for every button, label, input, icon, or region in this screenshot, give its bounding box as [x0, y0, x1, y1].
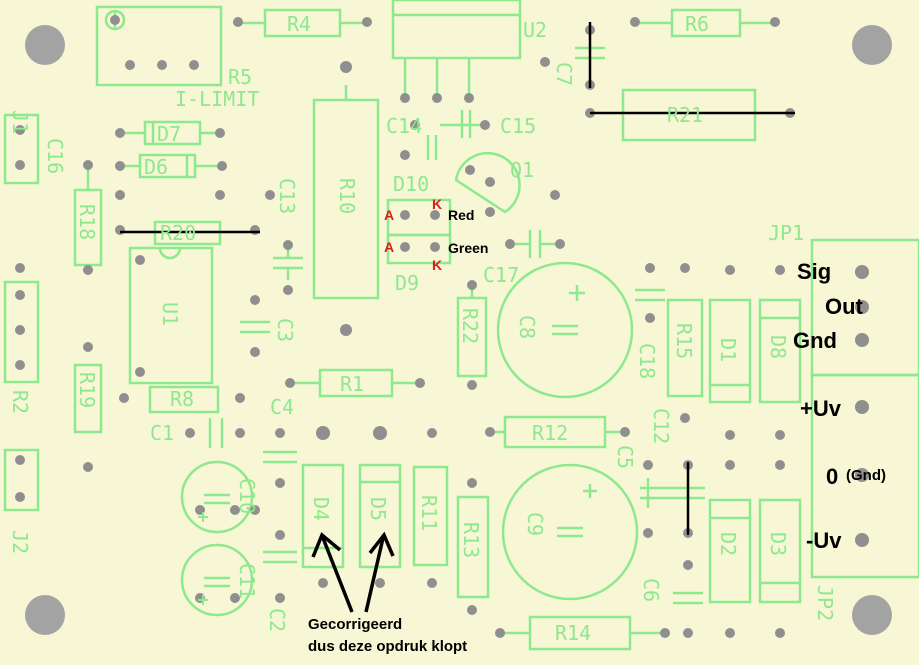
label-r10: R10 — [335, 178, 359, 214]
label-c8: C8 — [515, 315, 539, 339]
mounting-hole — [25, 595, 65, 635]
label-r13: R13 — [459, 522, 483, 558]
label-r18: R18 — [75, 204, 99, 240]
label-c16: C16 — [43, 138, 67, 174]
label-c2: C2 — [265, 608, 289, 632]
label-c15: C15 — [500, 114, 536, 138]
label-c1: C1 — [150, 421, 174, 445]
label-r14: R14 — [555, 621, 591, 645]
label-c13: C13 — [275, 178, 299, 214]
negative-supply-label: -Uv — [806, 528, 842, 553]
label-c17: C17 — [483, 263, 519, 287]
label-c4: C4 — [270, 395, 294, 419]
label-d3: D3 — [766, 532, 790, 556]
signal-label: Sig — [797, 259, 831, 284]
label-r5: R5 — [228, 65, 252, 89]
led-green-label: Green — [448, 240, 488, 256]
polarity-marks — [198, 512, 208, 605]
label-c18: C18 — [635, 343, 659, 379]
label-c11: C11 — [235, 563, 259, 599]
label-r22: R22 — [458, 308, 482, 344]
positive-supply-label: +Uv — [800, 396, 842, 421]
label-j2: J2 — [8, 530, 32, 554]
label-d9: D9 — [395, 271, 419, 295]
label-r19: R19 — [75, 372, 99, 408]
label-d7: D7 — [157, 122, 181, 146]
label-r11: R11 — [417, 495, 441, 531]
mounting-hole — [852, 595, 892, 635]
label-c5: C5 — [613, 445, 637, 469]
label-r20: R20 — [160, 221, 196, 245]
label-jp1: JP1 — [768, 221, 804, 245]
label-d10: D10 — [393, 172, 429, 196]
label-c10: C10 — [235, 478, 259, 514]
label-r12: R12 — [532, 421, 568, 445]
component-outlines — [3, 0, 919, 651]
label-j1: J1 — [8, 110, 32, 134]
label-r2: R2 — [8, 390, 32, 414]
mounting-holes — [25, 25, 892, 635]
label-jp2: JP2 — [813, 585, 837, 621]
label-d2: D2 — [716, 532, 740, 556]
label-d1: D1 — [716, 338, 740, 362]
correction-arrows — [311, 531, 395, 613]
label-c12: C12 — [649, 408, 673, 444]
anode-mark-red-led: A — [384, 207, 394, 223]
label-q1: Q1 — [510, 158, 534, 182]
label-d6: D6 — [144, 155, 168, 179]
label-r1: R1 — [340, 372, 364, 396]
reference-designators: R4 U2 R6 R5 I-LIMIT C7 J1 C16 D7 D6 C14 … — [8, 12, 837, 645]
label-u2: U2 — [523, 18, 547, 42]
mounting-hole — [25, 25, 65, 65]
solder-pads — [15, 15, 869, 638]
label-d8: D8 — [766, 335, 790, 359]
output-label: Out — [825, 294, 864, 319]
label-c14: C14 — [386, 114, 422, 138]
label-r6: R6 — [685, 12, 709, 36]
annotations: A K A K Red Green Sig Out Gnd +Uv 0 (Gnd… — [308, 196, 886, 655]
mounting-hole — [852, 25, 892, 65]
label-d4: D4 — [309, 497, 333, 521]
zero-volt-label: 0 — [826, 464, 838, 489]
correction-note-line1: Gecorrigeerd — [308, 616, 402, 633]
label-r21: R21 — [667, 103, 703, 127]
label-r4: R4 — [287, 12, 311, 36]
led-red-label: Red — [448, 207, 474, 223]
kathode-mark-green-led: K — [432, 257, 442, 273]
label-c3: C3 — [273, 318, 297, 342]
anode-mark-green-led: A — [384, 239, 394, 255]
label-c6: C6 — [639, 578, 663, 602]
kathode-mark-red-led: K — [432, 196, 442, 212]
label-r15: R15 — [672, 323, 696, 359]
label-c7: C7 — [552, 62, 576, 86]
wire-jumpers — [120, 22, 795, 535]
label-i-limit: I-LIMIT — [175, 87, 259, 111]
label-r8: R8 — [170, 387, 194, 411]
label-c9: C9 — [523, 512, 547, 536]
correction-note-line2: dus deze opdruk klopt — [308, 638, 467, 655]
label-u1: U1 — [158, 302, 182, 326]
ground-label: Gnd — [793, 328, 837, 353]
zero-gnd-label: (Gnd) — [846, 467, 886, 484]
label-d5: D5 — [366, 497, 390, 521]
